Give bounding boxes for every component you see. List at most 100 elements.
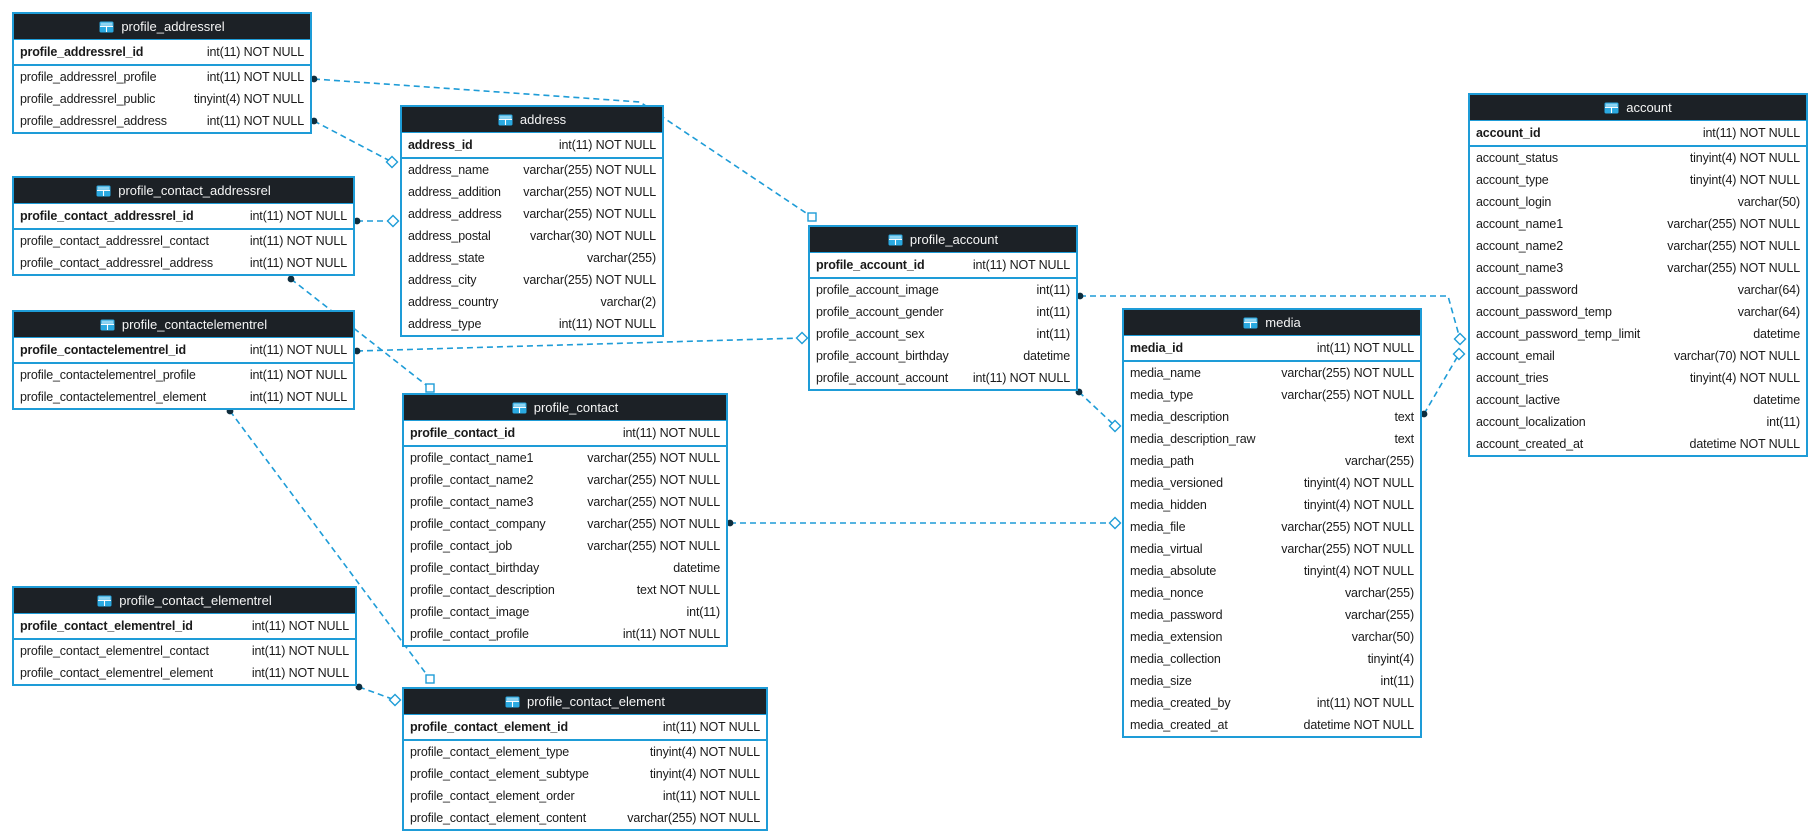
column-row[interactable]: account_email varchar(70) NOT NULL bbox=[1470, 345, 1806, 367]
column-row[interactable]: profile_contact_name3 varchar(255) NOT N… bbox=[404, 491, 726, 513]
column-row[interactable]: account_created_at datetime NOT NULL bbox=[1470, 433, 1806, 455]
column-row[interactable]: address_addition varchar(255) NOT NULL bbox=[402, 181, 662, 203]
column-row[interactable]: media_absolute tinyint(4) NOT NULL bbox=[1124, 560, 1420, 582]
column-row[interactable]: account_password varchar(64) bbox=[1470, 279, 1806, 301]
column-row[interactable]: media_password varchar(255) bbox=[1124, 604, 1420, 626]
column-row[interactable]: media_extension varchar(50) bbox=[1124, 626, 1420, 648]
table-header[interactable]: profile_contact bbox=[404, 395, 726, 421]
column-row[interactable]: profile_contact_company varchar(255) NOT… bbox=[404, 513, 726, 535]
column-row[interactable]: profile_contact_element_subtype tinyint(… bbox=[404, 763, 766, 785]
column-row[interactable]: profile_addressrel_profile int(11) NOT N… bbox=[14, 66, 310, 88]
column-row[interactable]: media_hidden tinyint(4) NOT NULL bbox=[1124, 494, 1420, 516]
table-account[interactable]: account account_id int(11) NOT NULL acco… bbox=[1468, 93, 1808, 457]
primary-key-row[interactable]: media_id int(11) NOT NULL bbox=[1124, 336, 1420, 362]
primary-key-row[interactable]: address_id int(11) NOT NULL bbox=[402, 133, 662, 159]
column-row[interactable]: media_name varchar(255) NOT NULL bbox=[1124, 362, 1420, 384]
column-row[interactable]: profile_addressrel_public tinyint(4) NOT… bbox=[14, 88, 310, 110]
column-row[interactable]: address_type int(11) NOT NULL bbox=[402, 313, 662, 335]
table-header[interactable]: account bbox=[1470, 95, 1806, 121]
primary-key-row[interactable]: account_id int(11) NOT NULL bbox=[1470, 121, 1806, 147]
column-row[interactable]: account_tries tinyint(4) NOT NULL bbox=[1470, 367, 1806, 389]
relationship-profile_contactelementrel-to-profile_account[interactable] bbox=[356, 337, 803, 352]
relationship-profile_account-to-media[interactable] bbox=[1078, 391, 1116, 427]
column-row[interactable]: account_name2 varchar(255) NOT NULL bbox=[1470, 235, 1806, 257]
column-row[interactable]: media_versioned tinyint(4) NOT NULL bbox=[1124, 472, 1420, 494]
column-row[interactable]: media_type varchar(255) NOT NULL bbox=[1124, 384, 1420, 406]
column-row[interactable]: profile_contact_element_content varchar(… bbox=[404, 807, 766, 829]
primary-key-row[interactable]: profile_contact_element_id int(11) NOT N… bbox=[404, 715, 766, 741]
column-row[interactable]: media_file varchar(255) NOT NULL bbox=[1124, 516, 1420, 538]
column-row[interactable]: media_virtual varchar(255) NOT NULL bbox=[1124, 538, 1420, 560]
table-profile_contact_element[interactable]: profile_contact_element profile_contact_… bbox=[402, 687, 768, 831]
table-header[interactable]: profile_contact_element bbox=[404, 689, 766, 715]
column-row[interactable]: account_password_temp varchar(64) bbox=[1470, 301, 1806, 323]
primary-key-row[interactable]: profile_contact_id int(11) NOT NULL bbox=[404, 421, 726, 447]
column-row[interactable]: media_description_raw text bbox=[1124, 428, 1420, 450]
column-row[interactable]: account_password_temp_limit datetime bbox=[1470, 323, 1806, 345]
table-header[interactable]: profile_contactelementrel bbox=[14, 312, 353, 338]
table-profile_contact_elementrel[interactable]: profile_contact_elementrel profile_conta… bbox=[12, 586, 357, 686]
column-row[interactable]: profile_contact_image int(11) bbox=[404, 601, 726, 623]
column-row[interactable]: profile_account_gender int(11) bbox=[810, 301, 1076, 323]
column-row[interactable]: media_path varchar(255) bbox=[1124, 450, 1420, 472]
column-row[interactable]: profile_contact_name1 varchar(255) NOT N… bbox=[404, 447, 726, 469]
column-row[interactable]: profile_contactelementrel_profile int(11… bbox=[14, 364, 353, 386]
column-row[interactable]: profile_contact_job varchar(255) NOT NUL… bbox=[404, 535, 726, 557]
primary-key-row[interactable]: profile_contact_addressrel_id int(11) NO… bbox=[14, 204, 353, 230]
table-address[interactable]: address address_id int(11) NOT NULL addr… bbox=[400, 105, 664, 337]
column-row[interactable]: profile_contact_description text NOT NUL… bbox=[404, 579, 726, 601]
table-header[interactable]: profile_account bbox=[810, 227, 1076, 253]
column-row[interactable]: media_created_at datetime NOT NULL bbox=[1124, 714, 1420, 736]
column-row[interactable]: profile_contact_name2 varchar(255) NOT N… bbox=[404, 469, 726, 491]
column-row[interactable]: profile_account_account int(11) NOT NULL bbox=[810, 367, 1076, 389]
column-row[interactable]: address_state varchar(255) bbox=[402, 247, 662, 269]
primary-key-row[interactable]: profile_contact_elementrel_id int(11) NO… bbox=[14, 614, 355, 640]
column-row[interactable]: profile_contact_birthday datetime bbox=[404, 557, 726, 579]
primary-key-row[interactable]: profile_account_id int(11) NOT NULL bbox=[810, 253, 1076, 279]
column-row[interactable]: profile_addressrel_address int(11) NOT N… bbox=[14, 110, 310, 132]
column-row[interactable]: address_country varchar(2) bbox=[402, 291, 662, 313]
column-row[interactable]: profile_account_birthday datetime bbox=[810, 345, 1076, 367]
column-row[interactable]: account_lactive datetime bbox=[1470, 389, 1806, 411]
column-row[interactable]: account_type tinyint(4) NOT NULL bbox=[1470, 169, 1806, 191]
table-profile_addressrel[interactable]: profile_addressrel profile_addressrel_id… bbox=[12, 12, 312, 134]
column-row[interactable]: profile_account_image int(11) bbox=[810, 279, 1076, 301]
column-row[interactable]: account_name1 varchar(255) NOT NULL bbox=[1470, 213, 1806, 235]
column-row[interactable]: address_name varchar(255) NOT NULL bbox=[402, 159, 662, 181]
relationship-profile_addressrel-to-profile_account[interactable] bbox=[313, 78, 813, 218]
relationship-profile_contact_elementrel-to-profile_contact_element[interactable] bbox=[358, 686, 396, 701]
table-header[interactable]: media bbox=[1124, 310, 1420, 336]
primary-key-row[interactable]: profile_addressrel_id int(11) NOT NULL bbox=[14, 40, 310, 66]
column-row[interactable]: media_size int(11) bbox=[1124, 670, 1420, 692]
table-profile_contactelementrel[interactable]: profile_contactelementrel profile_contac… bbox=[12, 310, 355, 410]
table-profile_account[interactable]: profile_account profile_account_id int(1… bbox=[808, 225, 1078, 391]
column-row[interactable]: media_collection tinyint(4) bbox=[1124, 648, 1420, 670]
column-row[interactable]: profile_contact_addressrel_address int(1… bbox=[14, 252, 353, 274]
column-row[interactable]: profile_account_sex int(11) bbox=[810, 323, 1076, 345]
relationship-profile_contactelementrel-to-profile_contact_element[interactable] bbox=[229, 410, 431, 680]
primary-key-row[interactable]: profile_contactelementrel_id int(11) NOT… bbox=[14, 338, 353, 364]
column-row[interactable]: account_localization int(11) bbox=[1470, 411, 1806, 433]
relationship-profile_addressrel-to-address[interactable] bbox=[313, 120, 393, 163]
column-row[interactable]: profile_contactelementrel_element int(11… bbox=[14, 386, 353, 408]
column-row[interactable]: profile_contact_elementrel_contact int(1… bbox=[14, 640, 355, 662]
column-row[interactable]: media_description text bbox=[1124, 406, 1420, 428]
column-row[interactable]: address_city varchar(255) NOT NULL bbox=[402, 269, 662, 291]
column-row[interactable]: profile_contact_element_order int(11) NO… bbox=[404, 785, 766, 807]
relationship-profile_account-to-account[interactable] bbox=[1080, 295, 1461, 340]
column-row[interactable]: address_postal varchar(30) NOT NULL bbox=[402, 225, 662, 247]
column-row[interactable]: media_nonce varchar(255) bbox=[1124, 582, 1420, 604]
column-row[interactable]: media_created_by int(11) NOT NULL bbox=[1124, 692, 1420, 714]
table-profile_contact_addressrel[interactable]: profile_contact_addressrel profile_conta… bbox=[12, 176, 355, 276]
table-media[interactable]: media media_id int(11) NOT NULL media_na… bbox=[1122, 308, 1422, 738]
column-row[interactable]: profile_contact_element_type tinyint(4) … bbox=[404, 741, 766, 763]
table-header[interactable]: profile_contact_elementrel bbox=[14, 588, 355, 614]
table-profile_contact[interactable]: profile_contact profile_contact_id int(1… bbox=[402, 393, 728, 647]
column-row[interactable]: address_address varchar(255) NOT NULL bbox=[402, 203, 662, 225]
table-header[interactable]: profile_addressrel bbox=[14, 14, 310, 40]
column-row[interactable]: profile_contact_elementrel_element int(1… bbox=[14, 662, 355, 684]
column-row[interactable]: account_login varchar(50) bbox=[1470, 191, 1806, 213]
column-row[interactable]: account_name3 varchar(255) NOT NULL bbox=[1470, 257, 1806, 279]
column-row[interactable]: profile_contact_profile int(11) NOT NULL bbox=[404, 623, 726, 645]
